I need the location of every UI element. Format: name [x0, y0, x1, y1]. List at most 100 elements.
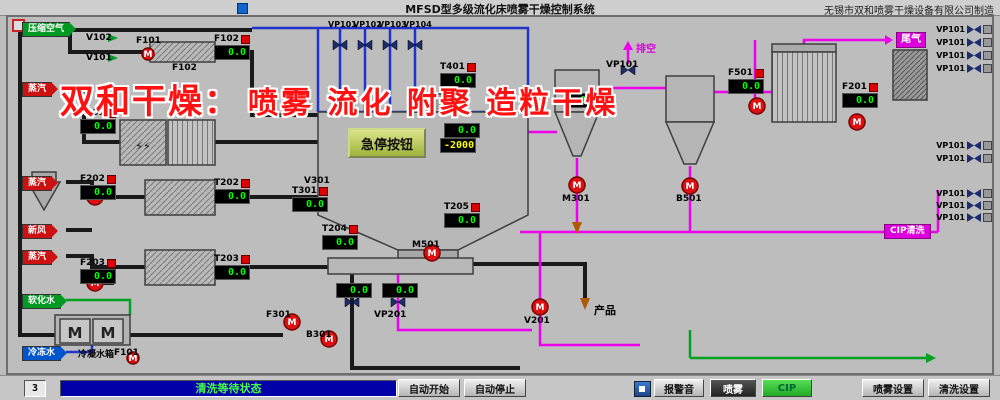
- label-v101: V101: [86, 53, 112, 63]
- valve-icon: [967, 200, 981, 210]
- alarm-indicator: [240, 34, 250, 44]
- pump-motor: M: [126, 351, 140, 365]
- input-chilled-water: 冷冻水: [22, 346, 68, 361]
- page-title: MFSD型多级流化床喷雾干燥控制系统: [405, 3, 595, 16]
- right-valve-row[interactable]: VP101: [936, 200, 992, 210]
- hand-valve-icon: [983, 140, 992, 150]
- valve-icon: [967, 24, 981, 34]
- right-valve-row[interactable]: VP101: [936, 153, 992, 163]
- valve-label-vp102[interactable]: VP102: [353, 20, 382, 29]
- label-b501: B501: [676, 194, 702, 204]
- label-m501: M501: [412, 240, 440, 250]
- hand-valve-icon: [983, 212, 992, 222]
- auto-stop-button[interactable]: 自动停止: [464, 379, 526, 397]
- emergency-stop-button[interactable]: 急停按钮: [348, 128, 426, 158]
- alarm-indicator: [240, 178, 250, 188]
- heater-stage1: [119, 119, 167, 166]
- filter-stage1: [167, 119, 216, 166]
- pipes-water: [66, 34, 936, 363]
- alarm-indicator: [466, 62, 476, 72]
- valve-icon: [967, 50, 981, 60]
- label-f101-bottom: F101: [114, 348, 139, 358]
- fans: M M M M M M M M M M M M: [86, 47, 866, 365]
- hand-valve-icon: [983, 200, 992, 210]
- valve-label-vp101[interactable]: VP101: [328, 20, 357, 29]
- svg-text:M: M: [325, 335, 334, 345]
- auto-start-button[interactable]: 自动开始: [398, 379, 460, 397]
- control-valves[interactable]: [332, 39, 636, 308]
- svg-text:M: M: [91, 279, 100, 289]
- condenser: [771, 51, 837, 123]
- input-steam-1: 蒸汽: [22, 82, 59, 97]
- alarm-indicator: [470, 202, 480, 212]
- spray-settings-button[interactable]: 喷雾设置: [862, 379, 924, 397]
- electric-heater-icon: ⚡⚡: [135, 140, 150, 153]
- speaker-icon[interactable]: [634, 381, 651, 397]
- alarm-sound-button[interactable]: 报警音: [654, 379, 704, 397]
- svg-text:M: M: [536, 303, 545, 313]
- fan-motor: M: [748, 97, 766, 115]
- right-valve-row[interactable]: VP101: [936, 50, 992, 60]
- hand-valve-icon: [983, 24, 992, 34]
- clean-settings-button[interactable]: 清洗设置: [928, 379, 990, 397]
- fan-motor: M: [283, 313, 301, 331]
- alarm-indicator: [318, 186, 328, 196]
- manufacturer-label: 无锡市双和喷雾干燥设备有限公司制造: [824, 6, 994, 17]
- pipes-cip-exhaust: [396, 35, 940, 347]
- fan-motor: M: [681, 177, 699, 195]
- label-v102: V102: [86, 33, 112, 43]
- v102-arrow: [108, 34, 118, 42]
- alarm-indicator: [868, 82, 878, 92]
- valve-icon: [967, 63, 981, 73]
- tank-motor-label: M: [101, 324, 116, 342]
- right-valve-row[interactable]: VP101: [936, 63, 992, 73]
- spray-button[interactable]: 喷雾: [710, 379, 756, 397]
- fan-motor: M: [531, 298, 549, 316]
- input-steam-2: 蒸汽: [22, 176, 59, 191]
- label-v201: V201: [524, 316, 550, 326]
- label-f102-filter: F102: [172, 63, 197, 73]
- right-valve-row[interactable]: VP101: [936, 37, 992, 47]
- cycle-counter: 3: [24, 380, 46, 397]
- display-tower-temp: 0.0: [444, 122, 490, 138]
- hand-valve-icon: [983, 63, 992, 73]
- svg-text:M: M: [288, 318, 297, 328]
- label-m301: M301: [562, 194, 590, 204]
- label-vp201: VP201: [374, 310, 407, 320]
- right-valve-row[interactable]: VP101: [936, 24, 992, 34]
- display-cyclone-fan: 0.0: [566, 92, 612, 108]
- input-soft-water: 软化水: [22, 294, 68, 309]
- input-steam-3: 蒸汽: [22, 250, 59, 265]
- valve-icon: [967, 212, 981, 222]
- right-valve-row[interactable]: VP101: [936, 140, 992, 150]
- cyclone-2: [665, 75, 715, 123]
- label-f301: F301: [266, 310, 291, 320]
- vent-arrow: [623, 41, 633, 50]
- label-v301: V301: [304, 176, 330, 186]
- hand-valve-icon: [983, 37, 992, 47]
- heater-stage3: [144, 249, 216, 286]
- alarm-indicator: [348, 224, 358, 234]
- cip-button[interactable]: CIP: [762, 379, 812, 397]
- valve-label-vp104[interactable]: VP104: [403, 20, 432, 29]
- hand-valve-icon: [983, 153, 992, 163]
- right-valve-row[interactable]: VP101: [936, 212, 992, 222]
- label-vent: 排空: [636, 44, 656, 55]
- svg-text:M: M: [573, 181, 582, 191]
- tank-motor-label: M: [68, 324, 83, 342]
- right-valve-row[interactable]: VP101: [936, 188, 992, 198]
- valve-label-vp103[interactable]: VP103: [378, 20, 407, 29]
- valve-icon: [967, 153, 981, 163]
- fan-motor: M: [320, 330, 338, 348]
- display-tower-pressure: -2000: [440, 137, 486, 153]
- label-cip-line: CIP清洗: [884, 224, 931, 239]
